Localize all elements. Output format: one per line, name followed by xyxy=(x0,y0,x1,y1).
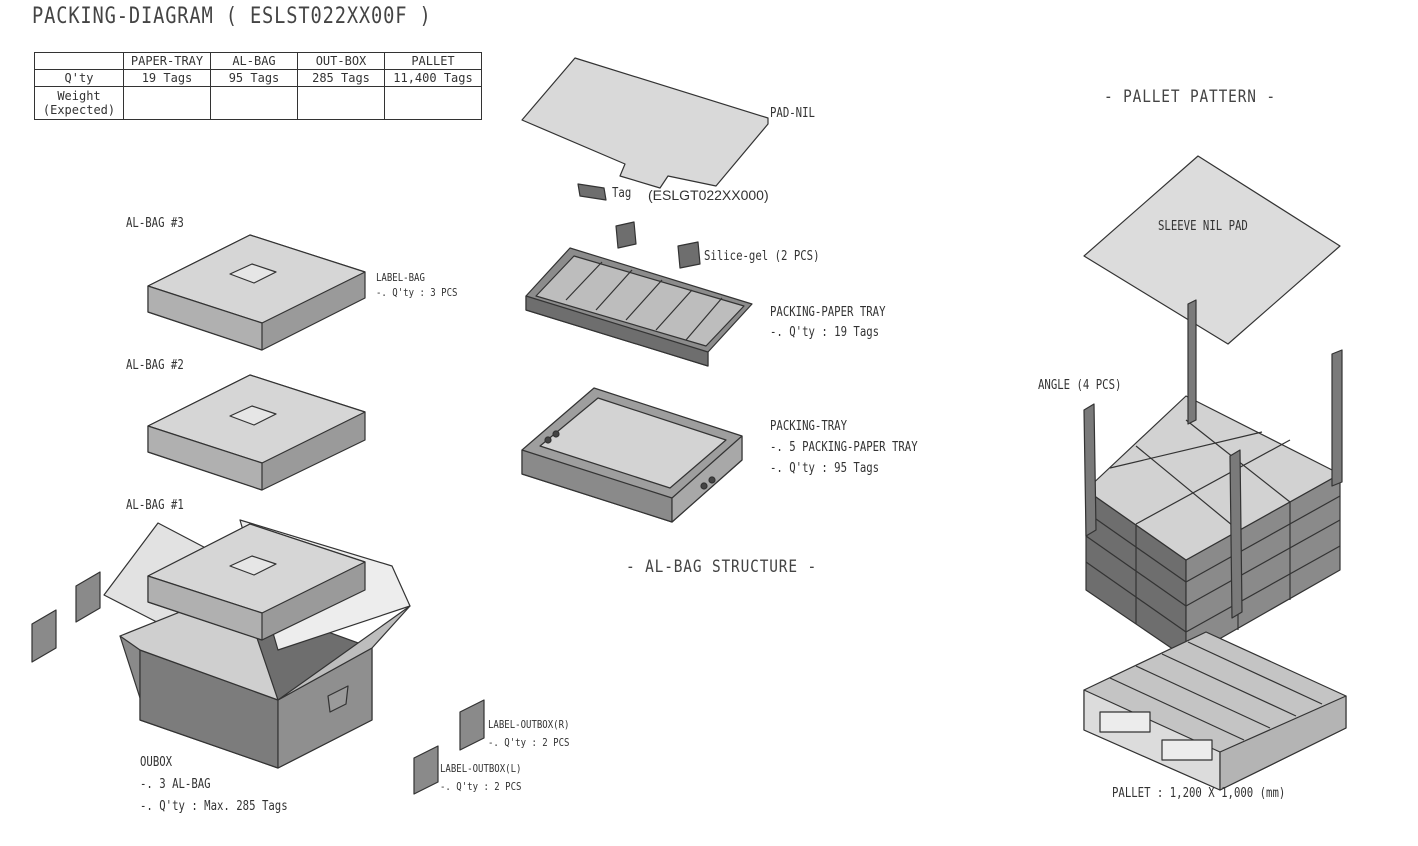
table-cell xyxy=(297,86,385,120)
pad-nil-label: PAD-NIL xyxy=(770,106,815,121)
packing-spec-table: PAPER-TRAY AL-BAG OUT-BOX PALLET Q'ty 19… xyxy=(34,52,482,120)
packing-tray-label: PACKING-TRAY -. 5 PACKING-PAPER TRAY -. … xyxy=(770,419,918,476)
table-cell: 285 Tags xyxy=(297,69,385,87)
label-sheet xyxy=(31,609,57,663)
table-header-cell: PAPER-TRAY xyxy=(123,52,211,70)
label-outbox-l-sheet xyxy=(413,745,439,795)
al-bag-2-illustration xyxy=(147,374,366,491)
tag-model-label: (ESLGT022XX000) xyxy=(648,187,769,203)
table-row-label: Weight (Expected) xyxy=(34,86,124,120)
al-bag-2-label: AL-BAG #2 xyxy=(126,358,184,373)
table-row: Weight (Expected) xyxy=(34,86,482,120)
al-bag-structure-heading: - AL-BAG STRUCTURE - xyxy=(626,557,817,577)
sleeve-nil-pad-illustration xyxy=(1083,155,1341,345)
table-cell: 95 Tags xyxy=(210,69,298,87)
table-header-cell: OUT-BOX xyxy=(297,52,385,70)
oubox-label: OUBOX -. 3 AL-BAG -. Q'ty : Max. 285 Tag… xyxy=(140,755,288,814)
wooden-pallet-illustration xyxy=(1083,631,1347,791)
table-cell xyxy=(123,86,211,120)
table-row: Q'ty 19 Tags 95 Tags 285 Tags 11,400 Tag… xyxy=(34,69,482,87)
table-cell: 19 Tags xyxy=(123,69,211,87)
angle-label: ANGLE (4 PCS) xyxy=(1038,378,1122,393)
al-bag-3-label: AL-BAG #3 xyxy=(126,216,184,231)
angle-posts-illustration xyxy=(1083,299,1343,619)
sleeve-nil-pad-label: SLEEVE NIL PAD xyxy=(1158,219,1248,234)
tag-illustration xyxy=(615,221,637,249)
pallet-size-label: PALLET : 1,200 X 1,000 (mm) xyxy=(1112,786,1286,801)
label-outbox-r-sheet xyxy=(459,699,485,751)
pallet-stack-illustration xyxy=(1085,395,1341,659)
packing-tray-illustration xyxy=(521,387,743,523)
silica-gel-illustration xyxy=(677,241,701,269)
label-outbox-r-label: LABEL-OUTBOX(R) -. Q'ty : 2 PCS xyxy=(488,718,570,749)
label-bag-label: LABEL-BAG -. Q'ty : 3 PCS xyxy=(376,271,458,299)
table-header-cell: AL-BAG xyxy=(210,52,298,70)
tag-label: Tag xyxy=(612,186,632,201)
pallet-pattern-heading: - PALLET PATTERN - xyxy=(1104,87,1276,107)
label-sheet xyxy=(75,571,101,623)
packing-paper-tray-illustration xyxy=(525,247,753,367)
al-bag-1-label: AL-BAG #1 xyxy=(126,498,184,513)
al-bag-3-illustration xyxy=(147,234,366,351)
table-cell xyxy=(384,86,482,120)
outbox-illustration xyxy=(103,519,411,769)
pad-nil-illustration xyxy=(521,57,769,189)
packing-paper-tray-label: PACKING-PAPER TRAY -. Q'ty : 19 Tags xyxy=(770,305,886,340)
label-outbox-l-label: LABEL-OUTBOX(L) -. Q'ty : 2 PCS xyxy=(440,762,522,793)
page-title: PACKING-DIAGRAM ( ESLST022XX00F ) xyxy=(32,4,432,29)
tag-illustration xyxy=(577,183,607,201)
silica-gel-label: Silice-gel (2 PCS) xyxy=(704,249,820,264)
